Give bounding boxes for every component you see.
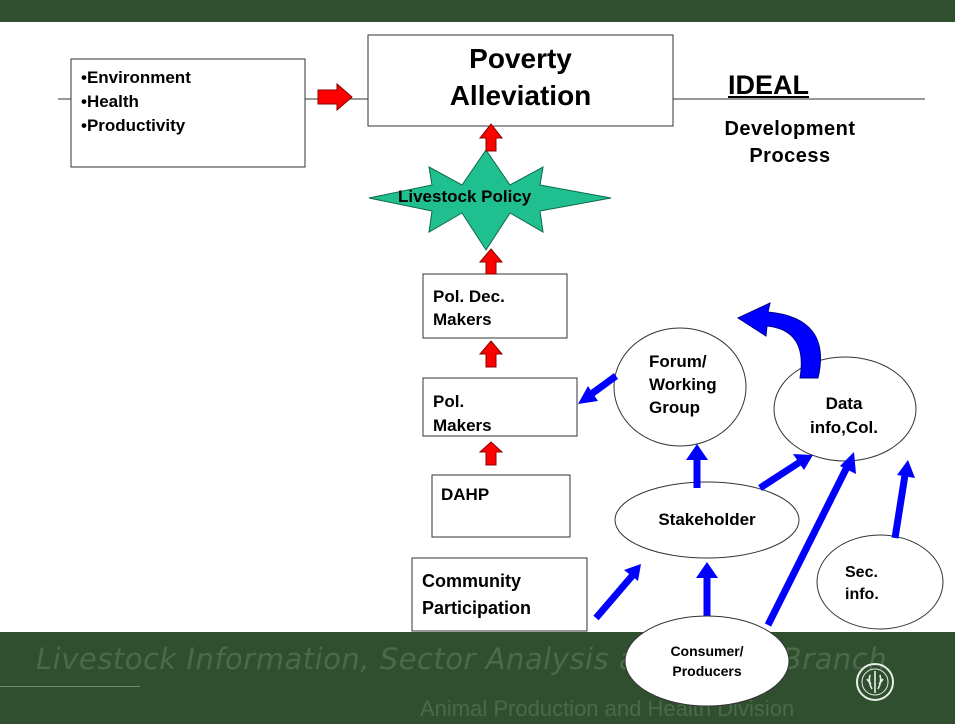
development-process-label: Development Process — [724, 118, 856, 167]
sec-info-ellipse — [816, 534, 944, 630]
blue-arrow-community-to-stakeholder — [593, 573, 635, 621]
community-box — [411, 557, 588, 632]
factor-item: •Environment — [81, 68, 191, 87]
factors-box — [70, 58, 306, 168]
poverty-box — [367, 34, 674, 127]
pol-makers-label: Pol. Makers — [433, 392, 492, 435]
red-arrow-up-4 — [478, 441, 504, 466]
livestock-policy-label: Livestock Policy — [398, 187, 532, 206]
dahp-label: DAHP — [441, 485, 490, 504]
fao-logo-icon — [856, 663, 894, 701]
pol-dec-makers-label: Pol. Dec. Makers — [433, 287, 505, 329]
stakeholder-label: Stakeholder — [658, 510, 756, 529]
livestock-policy-star — [368, 149, 612, 251]
factor-item: •Productivity — [81, 116, 186, 135]
blue-arrow-stakeholder-to-data — [758, 459, 802, 491]
blue-arrow-sec-to-data — [891, 474, 909, 539]
red-arrow-up-1 — [478, 123, 504, 152]
ideal-label: IDEAL — [728, 70, 809, 100]
red-arrow-up-3 — [478, 340, 504, 368]
factor-item: •Health — [81, 92, 139, 111]
community-participation-label: Community Participation — [422, 571, 532, 618]
data-info-label: Data info,Col. — [810, 394, 878, 437]
curved-blue-arrow — [736, 302, 822, 379]
blue-arrow-forum-to-makers — [587, 373, 619, 398]
sec-info-label: Sec. info. — [845, 564, 879, 603]
blue-arrow-consumer-to-data — [764, 463, 852, 627]
consumer-ellipse — [624, 615, 790, 707]
red-arrow-right — [317, 82, 353, 112]
factors-list: •Environment •Health •Productivity — [81, 66, 191, 138]
red-arrow-up-2 — [478, 248, 504, 275]
forum-ellipse — [613, 327, 747, 447]
dahp-box — [431, 474, 571, 538]
poverty-alleviation-label: Poverty Alleviation — [449, 43, 592, 111]
pol-makers-box — [422, 377, 578, 437]
top-bar — [0, 0, 955, 22]
forum-label: Forum/ Working Group — [649, 352, 717, 417]
consumer-producers-label: Consumer/ Producers — [670, 643, 744, 679]
stakeholder-ellipse — [614, 481, 800, 559]
footer-divider — [0, 686, 140, 687]
